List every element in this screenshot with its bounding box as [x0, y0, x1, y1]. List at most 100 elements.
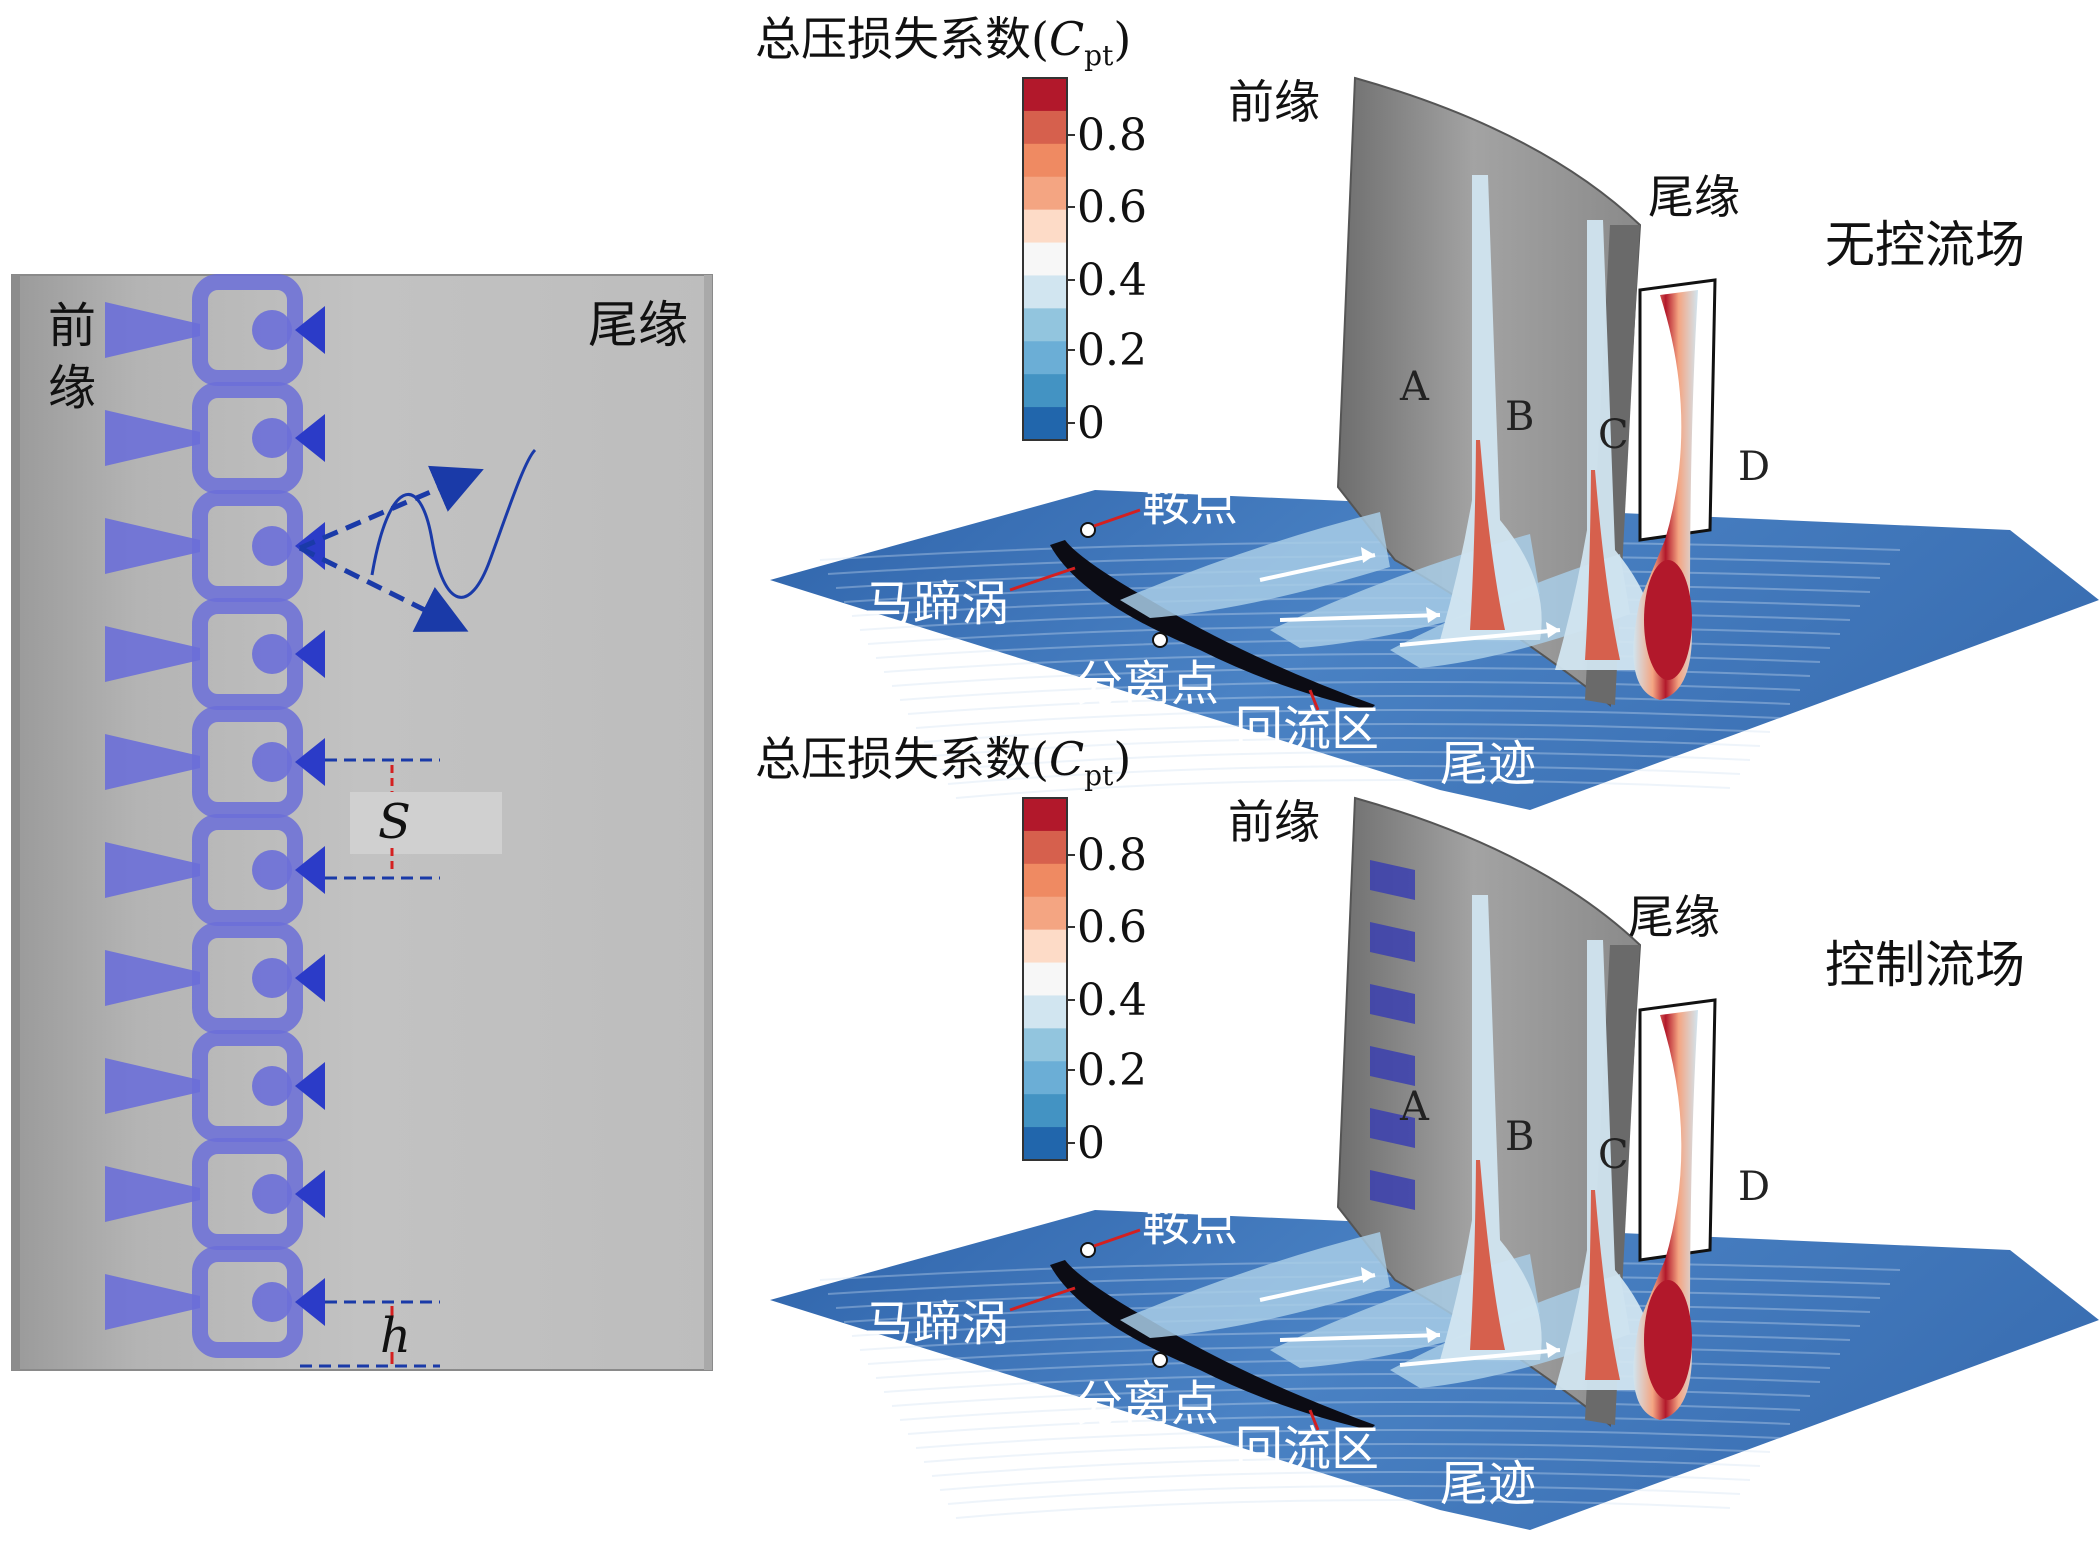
- colorbar-segment: [1023, 995, 1067, 1029]
- colorbar-title: 总压损失系数(Cpt): [755, 12, 1131, 72]
- flow-arrowhead: [1546, 622, 1560, 638]
- actuator-chamber: [252, 1174, 292, 1214]
- separation-point-marker: [1152, 632, 1168, 648]
- actuator-chamber: [252, 1066, 292, 1106]
- section-D-frame: [1638, 278, 1717, 542]
- blade-actuator: [1370, 1046, 1415, 1086]
- flow-arrowhead: [1426, 1327, 1440, 1343]
- left-trailing-edge-label: 尾缘: [588, 296, 688, 354]
- colorbar-segment: [1023, 143, 1067, 178]
- actuator-outlet: [295, 306, 325, 354]
- actuator: [105, 1030, 325, 1142]
- section-label-B: B: [1505, 394, 1534, 440]
- loss-section: [1440, 895, 1542, 1360]
- actuator-nozzle: [105, 518, 200, 574]
- actuator-chamber: [252, 742, 292, 782]
- case-label: 控制流场: [1825, 936, 2025, 994]
- trailing-edge-label: 尾缘: [1648, 170, 1740, 224]
- blade-actuator: [1370, 1108, 1415, 1148]
- separation-label: 分离点: [1075, 1376, 1219, 1432]
- colorbar-segment: [1023, 962, 1067, 996]
- blade-actuator: [1370, 860, 1415, 900]
- colorbar-tick-label: 0.4: [1077, 975, 1147, 1026]
- actuator-nozzle: [105, 626, 200, 682]
- colorbar-title: 总压损失系数(Cpt): [755, 732, 1131, 792]
- blade-actuator: [1370, 922, 1415, 962]
- blade-actuator: [1370, 984, 1415, 1024]
- actuator-nozzle: [105, 842, 200, 898]
- loss-core: [1470, 1160, 1505, 1350]
- loss-section: [1555, 220, 1657, 670]
- oscillation-wave: [370, 448, 537, 599]
- streak-line: [931, 1457, 1761, 1477]
- actuator-nozzle: [105, 950, 200, 1006]
- left-panel: 前 缘 尾缘 S h: [11, 274, 713, 1371]
- trailing-edge-label: 尾缘: [1628, 890, 1720, 944]
- section-label-A: A: [1399, 1084, 1430, 1130]
- colorbar-segment: [1023, 929, 1067, 964]
- height-symbol: h: [380, 1308, 411, 1364]
- left-leading-edge-label: 前 缘: [48, 298, 111, 416]
- separation-point-marker: [1152, 1352, 1168, 1368]
- colorbar-segment: [1023, 1028, 1067, 1062]
- streak-line: [947, 765, 1741, 785]
- wake-label: 尾迹: [1440, 1456, 1536, 1512]
- actuator-array: [105, 274, 325, 1358]
- flow-arrow: [1259, 1273, 1376, 1302]
- colorbar-tick-label: 0: [1077, 1118, 1105, 1169]
- colorbar-segment: [1023, 407, 1067, 441]
- colorbar-frame: [1022, 797, 1068, 1161]
- recirculation-leader: [1308, 1409, 1320, 1431]
- actuator: [105, 598, 325, 710]
- recirculation-leader: [1308, 689, 1320, 711]
- colorbar-segment: [1023, 863, 1067, 898]
- blade-actuator: [1370, 1170, 1415, 1210]
- actuator: [105, 1138, 325, 1250]
- loss-section: [1555, 940, 1657, 1390]
- section-label-D: D: [1738, 444, 1770, 490]
- saddle-label: 鞍点: [1142, 476, 1238, 532]
- flow-arrowhead: [1361, 547, 1375, 563]
- streak-line: [851, 1317, 1861, 1337]
- actuator-outlet: [295, 738, 325, 786]
- actuator-chamber: [252, 310, 292, 350]
- actuator-nozzle: [105, 1058, 200, 1114]
- colorbar-tick-label: 0.4: [1077, 255, 1147, 306]
- section-label-C: C: [1598, 1132, 1629, 1178]
- saddle-leader: [1093, 1228, 1141, 1248]
- actuator-nozzle: [105, 410, 200, 466]
- saddle-label: 鞍点: [1142, 1196, 1238, 1252]
- recirculation-label: 回流区: [1235, 1421, 1379, 1477]
- spacing-dimension: S: [325, 758, 502, 880]
- colorbar-segment: [1023, 341, 1067, 375]
- colorbar-tick-label: 0.2: [1077, 1045, 1147, 1096]
- actuator: [105, 706, 325, 818]
- horseshoe-label: 马蹄涡: [865, 1296, 1009, 1352]
- actuator-nozzle: [105, 302, 200, 358]
- horseshoe-label: 马蹄涡: [865, 576, 1009, 632]
- streak-line: [915, 709, 1781, 729]
- horseshoe-leader: [1009, 566, 1076, 592]
- actuator-outlet: [295, 954, 325, 1002]
- colorbar-segment: [1023, 308, 1067, 342]
- actuator-chamber: [252, 634, 292, 674]
- colorbar-segment: [1023, 110, 1067, 145]
- colorbar-segment: [1023, 1061, 1067, 1095]
- section-label-C: C: [1598, 412, 1629, 458]
- actuator: [105, 814, 325, 926]
- flow-arrow: [1279, 613, 1441, 622]
- streak-line: [915, 1429, 1781, 1449]
- actuator-outlet: [295, 1062, 325, 1110]
- colorbar-frame: [1022, 77, 1068, 441]
- actuator-nozzle: [105, 734, 200, 790]
- wake-core: [1644, 1280, 1692, 1400]
- colorbar-segment: [1023, 242, 1067, 276]
- colorbar-segment: [1023, 275, 1067, 309]
- section-D-frame: [1638, 998, 1717, 1262]
- case-label: 无控流场: [1825, 216, 2025, 274]
- wake-plume: [1120, 512, 1390, 618]
- recirculation-label: 回流区: [1235, 701, 1379, 757]
- actuator-outlet: [295, 1278, 325, 1326]
